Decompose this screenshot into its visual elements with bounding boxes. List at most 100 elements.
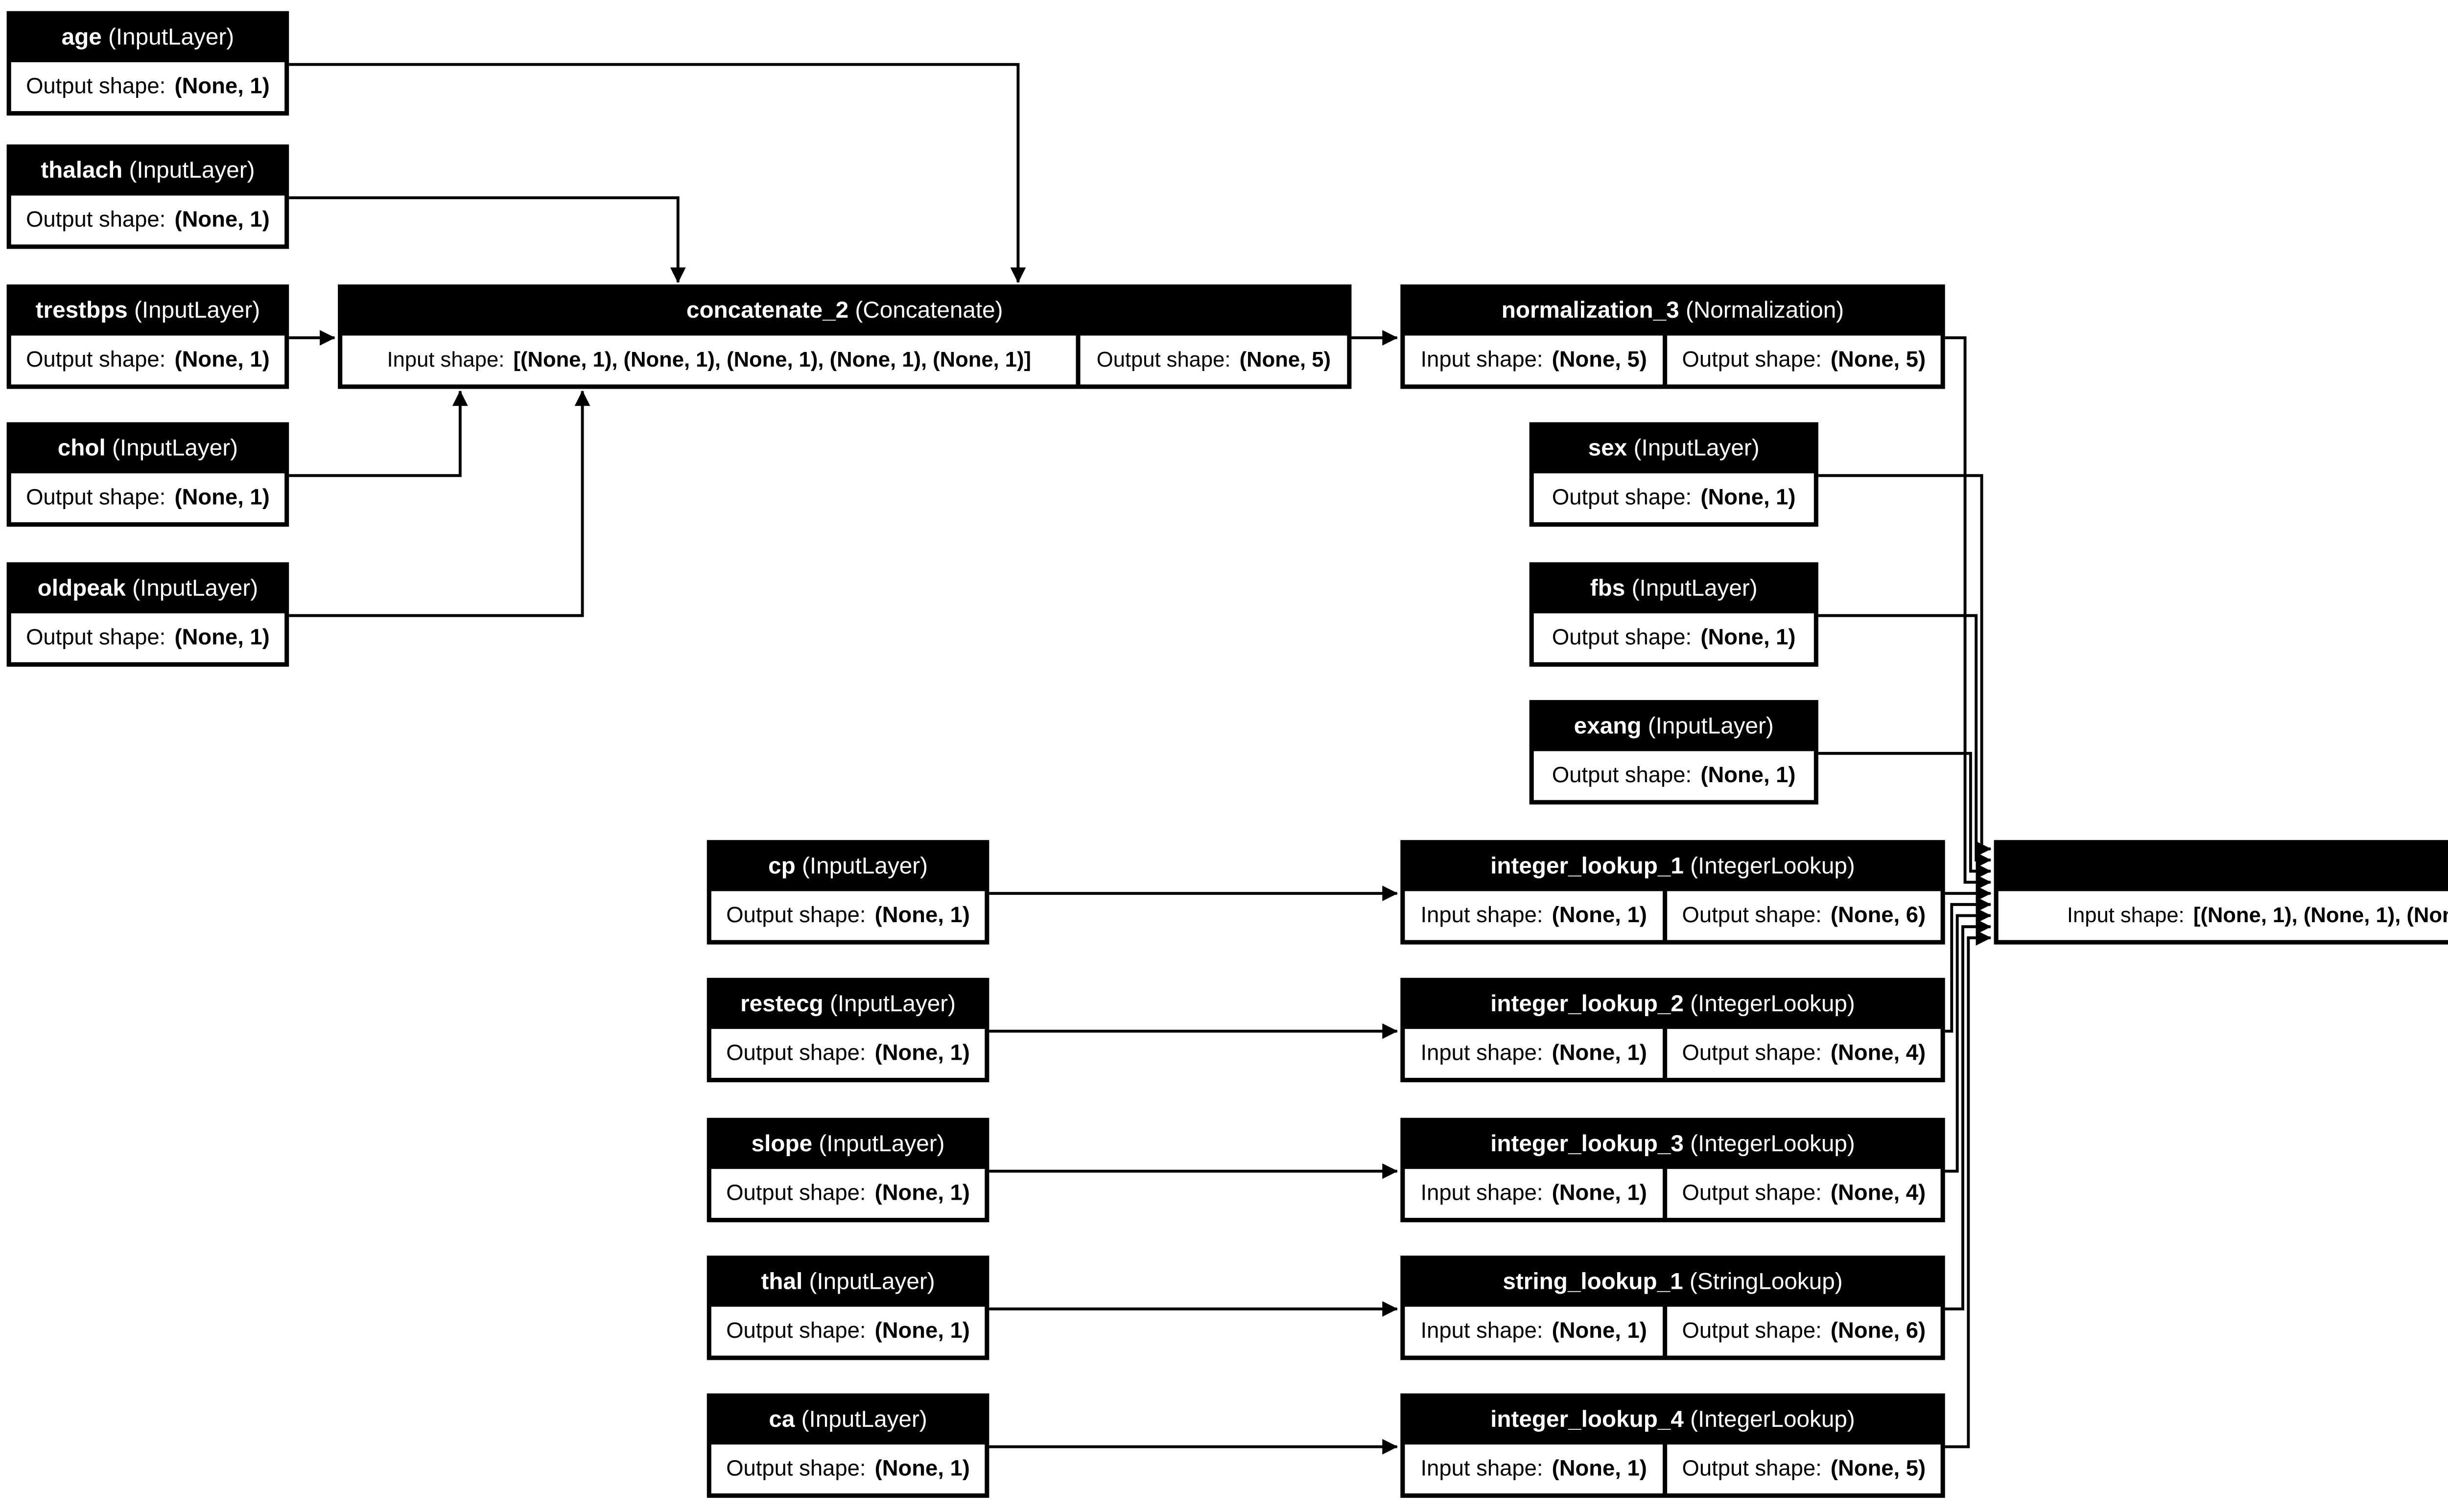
node-title: integer_lookup_1 (IntegerLookup) [1400,840,1945,891]
layer-name: age [61,24,102,51]
layer-type: (InputLayer) [829,991,956,1018]
output-shape-value: (None, 1) [174,348,270,372]
node-trestbps: trestbps (InputLayer) Output shape:(None… [6,284,289,389]
node-title: fbs (InputLayer) [1530,562,1818,613]
node-cells: Output shape:(None, 1) [7,195,289,249]
node-title: integer_lookup_4 (IntegerLookup) [1400,1394,1945,1444]
output-shape-cell: Output shape: (None, 1) [11,473,285,522]
output-shape-value: (None, 1) [874,1181,970,1206]
layer-name: thalach [41,158,123,185]
node-ca: ca (InputLayer) Output shape:(None, 1) [706,1393,989,1498]
layer-name: trestbps [35,298,128,325]
node-cells: Input shape:(None, 1) Output shape:(None… [1400,1444,1945,1498]
node-cells: Output shape:(None, 1) [707,891,989,945]
output-shape-label: Output shape: [1552,486,1692,510]
output-shape-label: Output shape: [726,903,866,928]
input-shape-cell: Input shape:(None, 1) [1405,891,1663,940]
output-shape-cell: Output shape:(None, 4) [1667,1169,1941,1218]
node-string_lookup_1: string_lookup_1 (StringLookup) Input sha… [1400,1256,1945,1360]
node-cells: Output shape:(None, 1) [1530,613,1818,667]
node-age: age (InputLayer) Output shape:(None, 1) [6,11,289,116]
input-shape-value: (None, 1) [1552,1181,1647,1206]
output-shape-label: Output shape: [26,348,166,372]
node-cells: Output shape:(None, 1) [1530,751,1818,805]
node-cells: Output shape:(None, 1) [1530,473,1818,527]
node-integer_lookup_3: integer_lookup_3 (IntegerLookup) Input s… [1400,1117,1945,1223]
layer-name: sex [1588,435,1627,463]
output-shape-value: (None, 1) [874,1457,970,1482]
edge-normalization_3-to-concatenate_3 [1945,336,1992,890]
node-cells: Output shape:(None, 1) [7,613,289,667]
node-integer_lookup_1: integer_lookup_1 (IntegerLookup) Input s… [1400,840,1945,945]
layer-type: (InputLayer) [1648,713,1774,740]
layer-type: (InputLayer) [801,1406,927,1434]
output-shape-value: (None, 6) [1830,903,1926,928]
input-shape-value: (None, 5) [1552,348,1647,372]
node-concatenate_3: concatenate_3 (Concatenate) Input shape:… [1994,840,2448,945]
node-thal: thal (InputLayer) Output shape:(None, 1) [706,1256,989,1360]
layer-type: (InputLayer) [132,575,259,603]
output-shape-cell: Output shape:(None, 5) [1080,335,1347,385]
input-shape-cell: Input shape: (None, 1) [1405,1169,1663,1218]
node-title: thal (InputLayer) [707,1256,989,1306]
layer-name: string_lookup_1 [1503,1269,1683,1296]
node-restecg: restecg (InputLayer) Output shape:(None,… [706,977,989,1083]
output-shape-label: Output shape: [1682,1041,1822,1066]
input-shape-label: Input shape: [1420,348,1543,372]
output-shape-value: (None, 5) [1239,348,1331,372]
output-shape-value: (None, 4) [1830,1041,1926,1066]
input-shape-label: Input shape: [1420,1319,1543,1344]
input-shape-label: Input shape: [1420,1181,1543,1206]
layer-type: (InputLayer) [809,1269,935,1296]
output-shape-label: Output shape: [1682,1319,1822,1344]
output-shape-cell: Output shape:(None, 1) [711,1029,985,1078]
layer-type: (IntegerLookup) [1690,991,1855,1018]
node-cells: Input shape: (None, 5) Output shape:(None… [1400,335,1945,389]
node-title: slope (InputLayer) [707,1118,989,1169]
input-shape-cell: Input shape:(None, 1) [1405,1306,1663,1356]
layer-type: (InputLayer) [802,853,928,880]
node-title: cp (InputLayer) [707,840,989,891]
output-shape-cell: Output shape:(None, 1) [1533,613,1814,662]
output-shape-value: (None, 1) [174,626,270,651]
edge-thalach-to-concatenate_2 [289,196,686,283]
input-shape-cell: Input shape:[(None, 1), (None, 1), (None… [1998,891,2448,940]
output-shape-cell: Output shape:(None, 1) [1533,473,1814,522]
edge-integer_lookup_3-to-concatenate_3 [1945,907,1992,1173]
edge-chol-to-concatenate_2 [289,390,468,477]
layer-name: ca [769,1406,795,1434]
layer-name: integer_lookup_4 [1490,1406,1684,1434]
node-cells: Input shape:[(None, 1), (None, 1), (None… [1994,891,2448,945]
input-shape-cell: Input shape:(None, 1) [1405,1029,1663,1078]
layer-type: (InputLayer) [108,24,235,51]
layer-type: (InputLayer) [112,435,238,463]
output-shape-label: Output shape: [1552,626,1692,651]
layer-type: (IntegerLookup) [1690,1406,1855,1434]
layer-type: (IntegerLookup) [1690,1131,1855,1158]
node-sex: sex (InputLayer) Output shape:(None, 1) [1529,422,1818,527]
edge-fbs-to-concatenate_3 [1818,614,1992,868]
output-shape-label: Output shape: [726,1319,866,1344]
node-cells: Output shape: (None, 1) [7,473,289,527]
layer-type: (Concatenate) [855,298,1003,325]
node-cells: Output shape:(None, 1) [707,1169,989,1222]
node-cells: Output shape:(None, 1) [707,1306,989,1360]
output-shape-cell: Output shape:(None, 5) [1667,335,1941,385]
node-title: exang (InputLayer) [1530,700,1818,751]
edge-oldpeak-to-concatenate_2 [289,390,590,617]
output-shape-value: (None, 1) [174,208,270,233]
layer-name: integer_lookup_1 [1490,853,1684,880]
layer-name: concatenate_2 [686,298,849,325]
edge-age-to-concatenate_2 [289,63,1026,283]
output-shape-label: Output shape: [26,486,166,510]
output-shape-label: Output shape: [726,1041,866,1066]
input-shape-value: [(None, 1), (None, 1), (None, 1), (None,… [513,348,1032,372]
output-shape-value: (None, 1) [174,486,270,510]
layer-type: (IntegerLookup) [1690,853,1855,880]
layer-name: oldpeak [37,575,126,603]
output-shape-cell: Output shape:(None, 1) [711,1169,985,1218]
node-title: chol (InputLayer) [7,422,289,473]
input-shape-value: (None, 1) [1552,903,1647,928]
layer-type: (InputLayer) [1631,575,1758,603]
node-cells: Input shape:(None, 1) Output shape:(None… [1400,1306,1945,1360]
